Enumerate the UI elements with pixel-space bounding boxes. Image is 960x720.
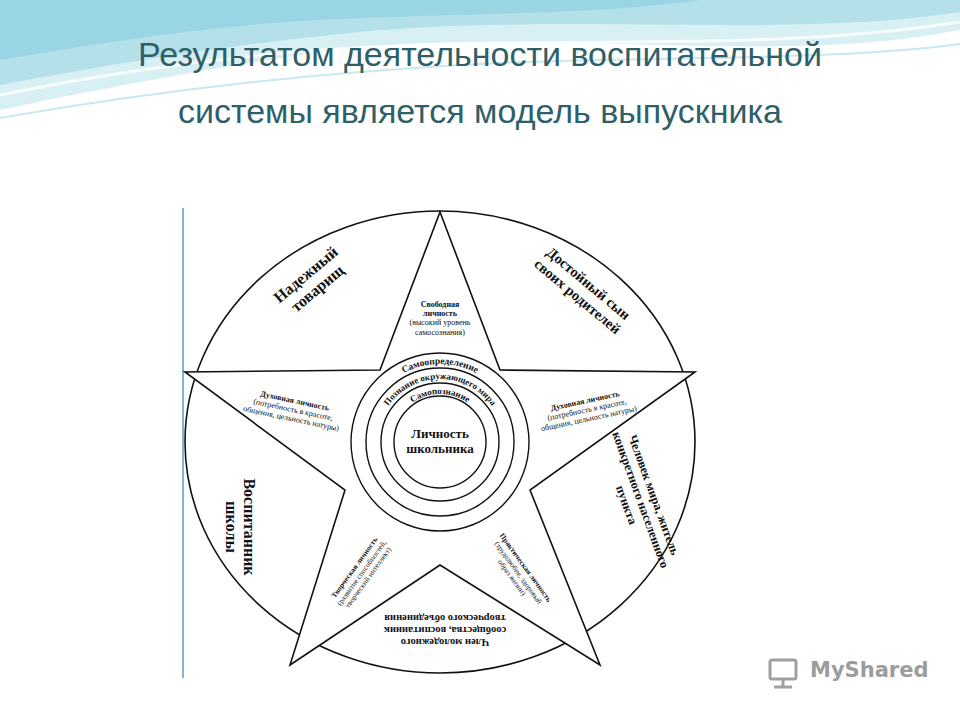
ring-circle xyxy=(394,396,486,488)
ring: СамопознаниеЛичность школьника xyxy=(380,382,500,502)
slide-title: Результатом деятельности воспитательной … xyxy=(130,26,830,140)
outer-circle xyxy=(185,211,695,673)
star-label: Свободная личность(высокий уровень самос… xyxy=(406,300,474,337)
node-text: Личность школьника xyxy=(401,427,479,457)
node-text: Воспитанник школы xyxy=(222,462,259,592)
text-path xyxy=(392,394,488,490)
ring-circle xyxy=(381,383,499,501)
text-path xyxy=(362,364,518,520)
center-circle: Личность школьника xyxy=(393,395,487,489)
monitor-stand xyxy=(782,679,785,686)
watermark-icon xyxy=(770,660,796,687)
image-border xyxy=(182,208,184,678)
monitor-icon xyxy=(770,660,796,679)
ring-circle xyxy=(366,368,514,516)
center-text-box: Личность школьника xyxy=(401,395,479,489)
ring: Познание окружающего мираСамопознаниеЛич… xyxy=(365,367,515,517)
node-text: Член молодежного сообщества, воспитанник… xyxy=(375,612,515,648)
star-label: Воспитанник школы xyxy=(222,462,259,592)
star xyxy=(185,212,695,665)
watermark: MyShared xyxy=(810,658,928,682)
image-ground xyxy=(183,208,700,678)
ring-circle xyxy=(351,353,529,531)
star-label: Член молодежного сообщества, воспитанник… xyxy=(375,612,515,648)
monitor-base xyxy=(774,686,792,689)
node-text: Свободная личность xyxy=(406,300,474,318)
ring: СамоопределениеПознание окружающего мира… xyxy=(350,352,530,532)
node-text: (высокий уровень самосознания) xyxy=(406,318,474,336)
